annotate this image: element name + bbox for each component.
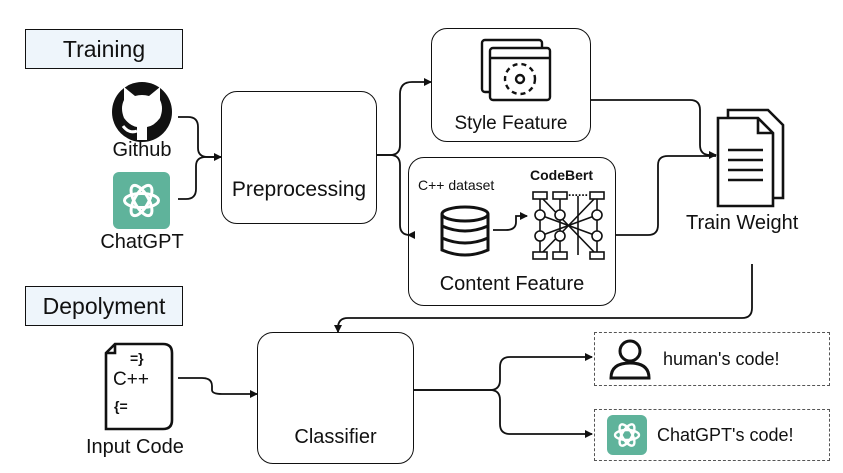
- chatgpt-code-label: ChatGPT's code!: [657, 424, 794, 445]
- code-glyph-line2: C++: [113, 369, 149, 390]
- classifier-label: Classifier: [294, 426, 377, 448]
- arrow-preprocessing-to-style: [377, 78, 432, 156]
- arrow-classifier-to-human: [412, 353, 593, 391]
- arrow-preprocessing-to-content: [377, 154, 415, 239]
- train-weight-label: Train Weight: [686, 212, 799, 234]
- codebert-network-icon: [532, 191, 605, 260]
- database-icon: [440, 205, 490, 257]
- user-icon: [609, 339, 651, 380]
- codebert-dots: ......: [568, 185, 589, 199]
- content-feature-node: Content Feature: [408, 157, 616, 306]
- github-label: Github: [112, 139, 172, 161]
- cpp-dataset-label: C++ dataset: [418, 177, 495, 193]
- chatgpt-code-output: ChatGPT's code!: [594, 409, 830, 461]
- code-glyph-line1: =}: [130, 350, 144, 366]
- codebert-label: CodeBert: [530, 167, 594, 183]
- code-glyph-line3: {=: [114, 398, 128, 414]
- settings-window-icon: [480, 38, 552, 102]
- human-code-output: human's code!: [594, 332, 830, 386]
- document-icon: [716, 108, 785, 208]
- arrow-chatgpt-to-preprocessing: [178, 156, 221, 200]
- deployment-section-label: Depolyment: [25, 286, 183, 326]
- classifier-node: Classifier: [257, 332, 414, 464]
- arrow-inputcode-to-classifier: [178, 377, 258, 398]
- connectors: [178, 78, 753, 438]
- content-feature-label: Content Feature: [439, 273, 585, 295]
- training-section-text: Training: [62, 35, 146, 62]
- chatgpt-logo-icon: [113, 172, 170, 229]
- arrow-github-to-preprocessing: [178, 116, 222, 161]
- training-section-label: Training: [25, 29, 183, 69]
- style-feature-node: Style Feature: [431, 28, 591, 142]
- deployment-section-text: Depolyment: [42, 292, 166, 319]
- arrow-content-to-trainweight: [616, 155, 716, 236]
- arrow-cppdataset-to-codebert: [493, 212, 528, 231]
- preprocessing-node: Preprocessing: [221, 91, 377, 224]
- chatgpt-label: ChatGPT: [100, 231, 184, 253]
- code-file-icon: [104, 342, 174, 431]
- human-code-label: human's code!: [663, 348, 780, 369]
- arrow-trainweight-to-classifier: [334, 264, 753, 333]
- chatgpt-small-logo-icon: [607, 415, 647, 455]
- preprocessing-label: Preprocessing: [231, 178, 367, 201]
- arrow-classifier-to-chatgpt: [412, 389, 593, 438]
- arrow-style-to-trainweight: [591, 99, 717, 159]
- github-icon: [112, 82, 172, 142]
- style-feature-label: Style Feature: [454, 113, 568, 134]
- input-code-label: Input Code: [86, 436, 184, 458]
